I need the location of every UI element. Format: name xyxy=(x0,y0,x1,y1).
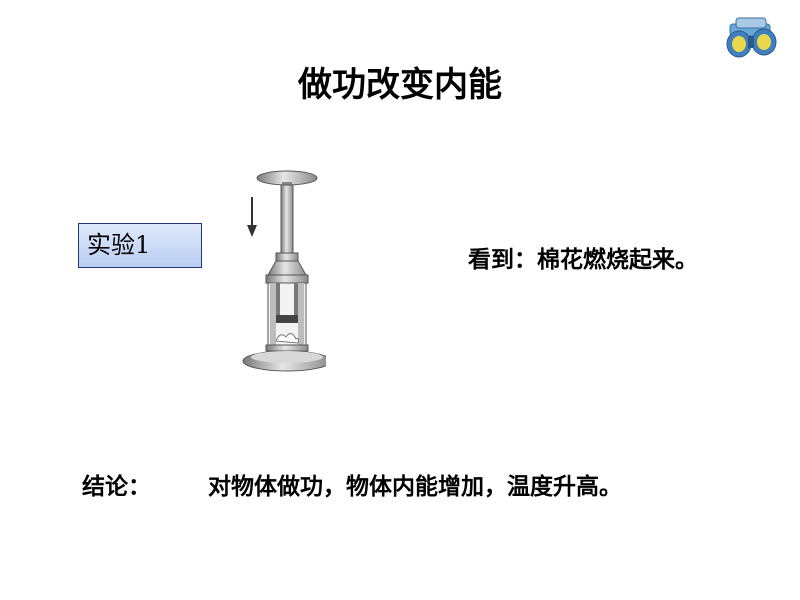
down-arrow-icon xyxy=(247,197,257,237)
air-compression-syringe-apparatus xyxy=(242,170,326,372)
observation-text: 看到：棉花燃烧起来。 xyxy=(468,247,698,273)
conclusion-text: 对物体做功，物体内能增加，温度升高。 xyxy=(208,474,622,500)
experiment-label: 实验1 xyxy=(78,223,202,268)
page-title: 做功改变内能 xyxy=(298,65,502,105)
conclusion-label: 结论： xyxy=(82,474,151,500)
binoculars-icon xyxy=(726,17,777,58)
